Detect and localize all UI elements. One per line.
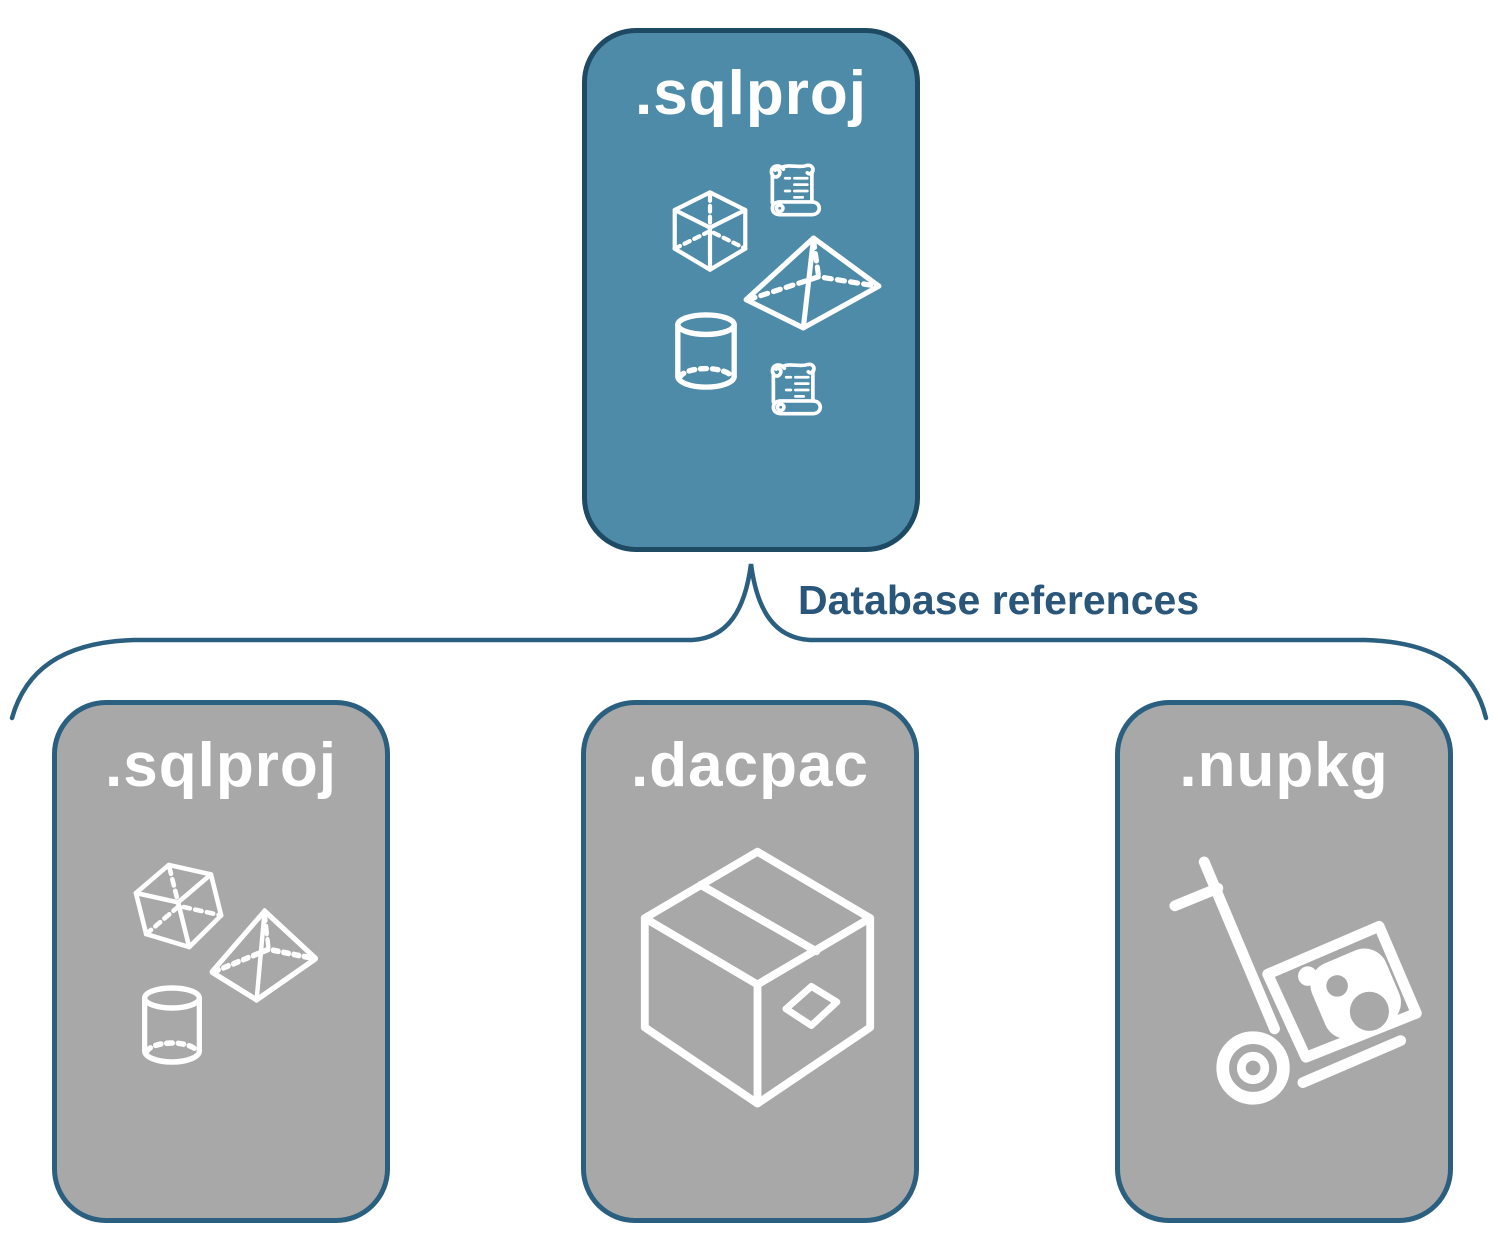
cube-icon [672, 190, 748, 272]
package-box-icon [640, 847, 875, 1108]
hand-truck-package-icon [1169, 856, 1422, 1105]
child-node-nupkg: .nupkg [1115, 700, 1453, 1223]
child-node-title: .sqlproj [105, 731, 337, 800]
script-scroll-icon [769, 163, 822, 217]
pyramid-icon [209, 908, 318, 1003]
child-node-sqlproj: .sqlproj [52, 700, 390, 1223]
connector-label: Database references [798, 577, 1200, 623]
cube-icon [133, 862, 224, 950]
cylinder-icon [142, 985, 202, 1065]
root-node-sqlproj: .sqlproj [582, 28, 920, 552]
brace-connector [9, 563, 1489, 721]
script-scroll-icon [770, 362, 823, 416]
child-node-dacpac: .dacpac [581, 700, 919, 1223]
child-node-title: .dacpac [631, 731, 869, 800]
pyramid-icon [743, 235, 882, 331]
root-node-title: .sqlproj [635, 59, 867, 128]
child-node-title: .nupkg [1179, 731, 1389, 800]
cylinder-icon [675, 312, 737, 390]
